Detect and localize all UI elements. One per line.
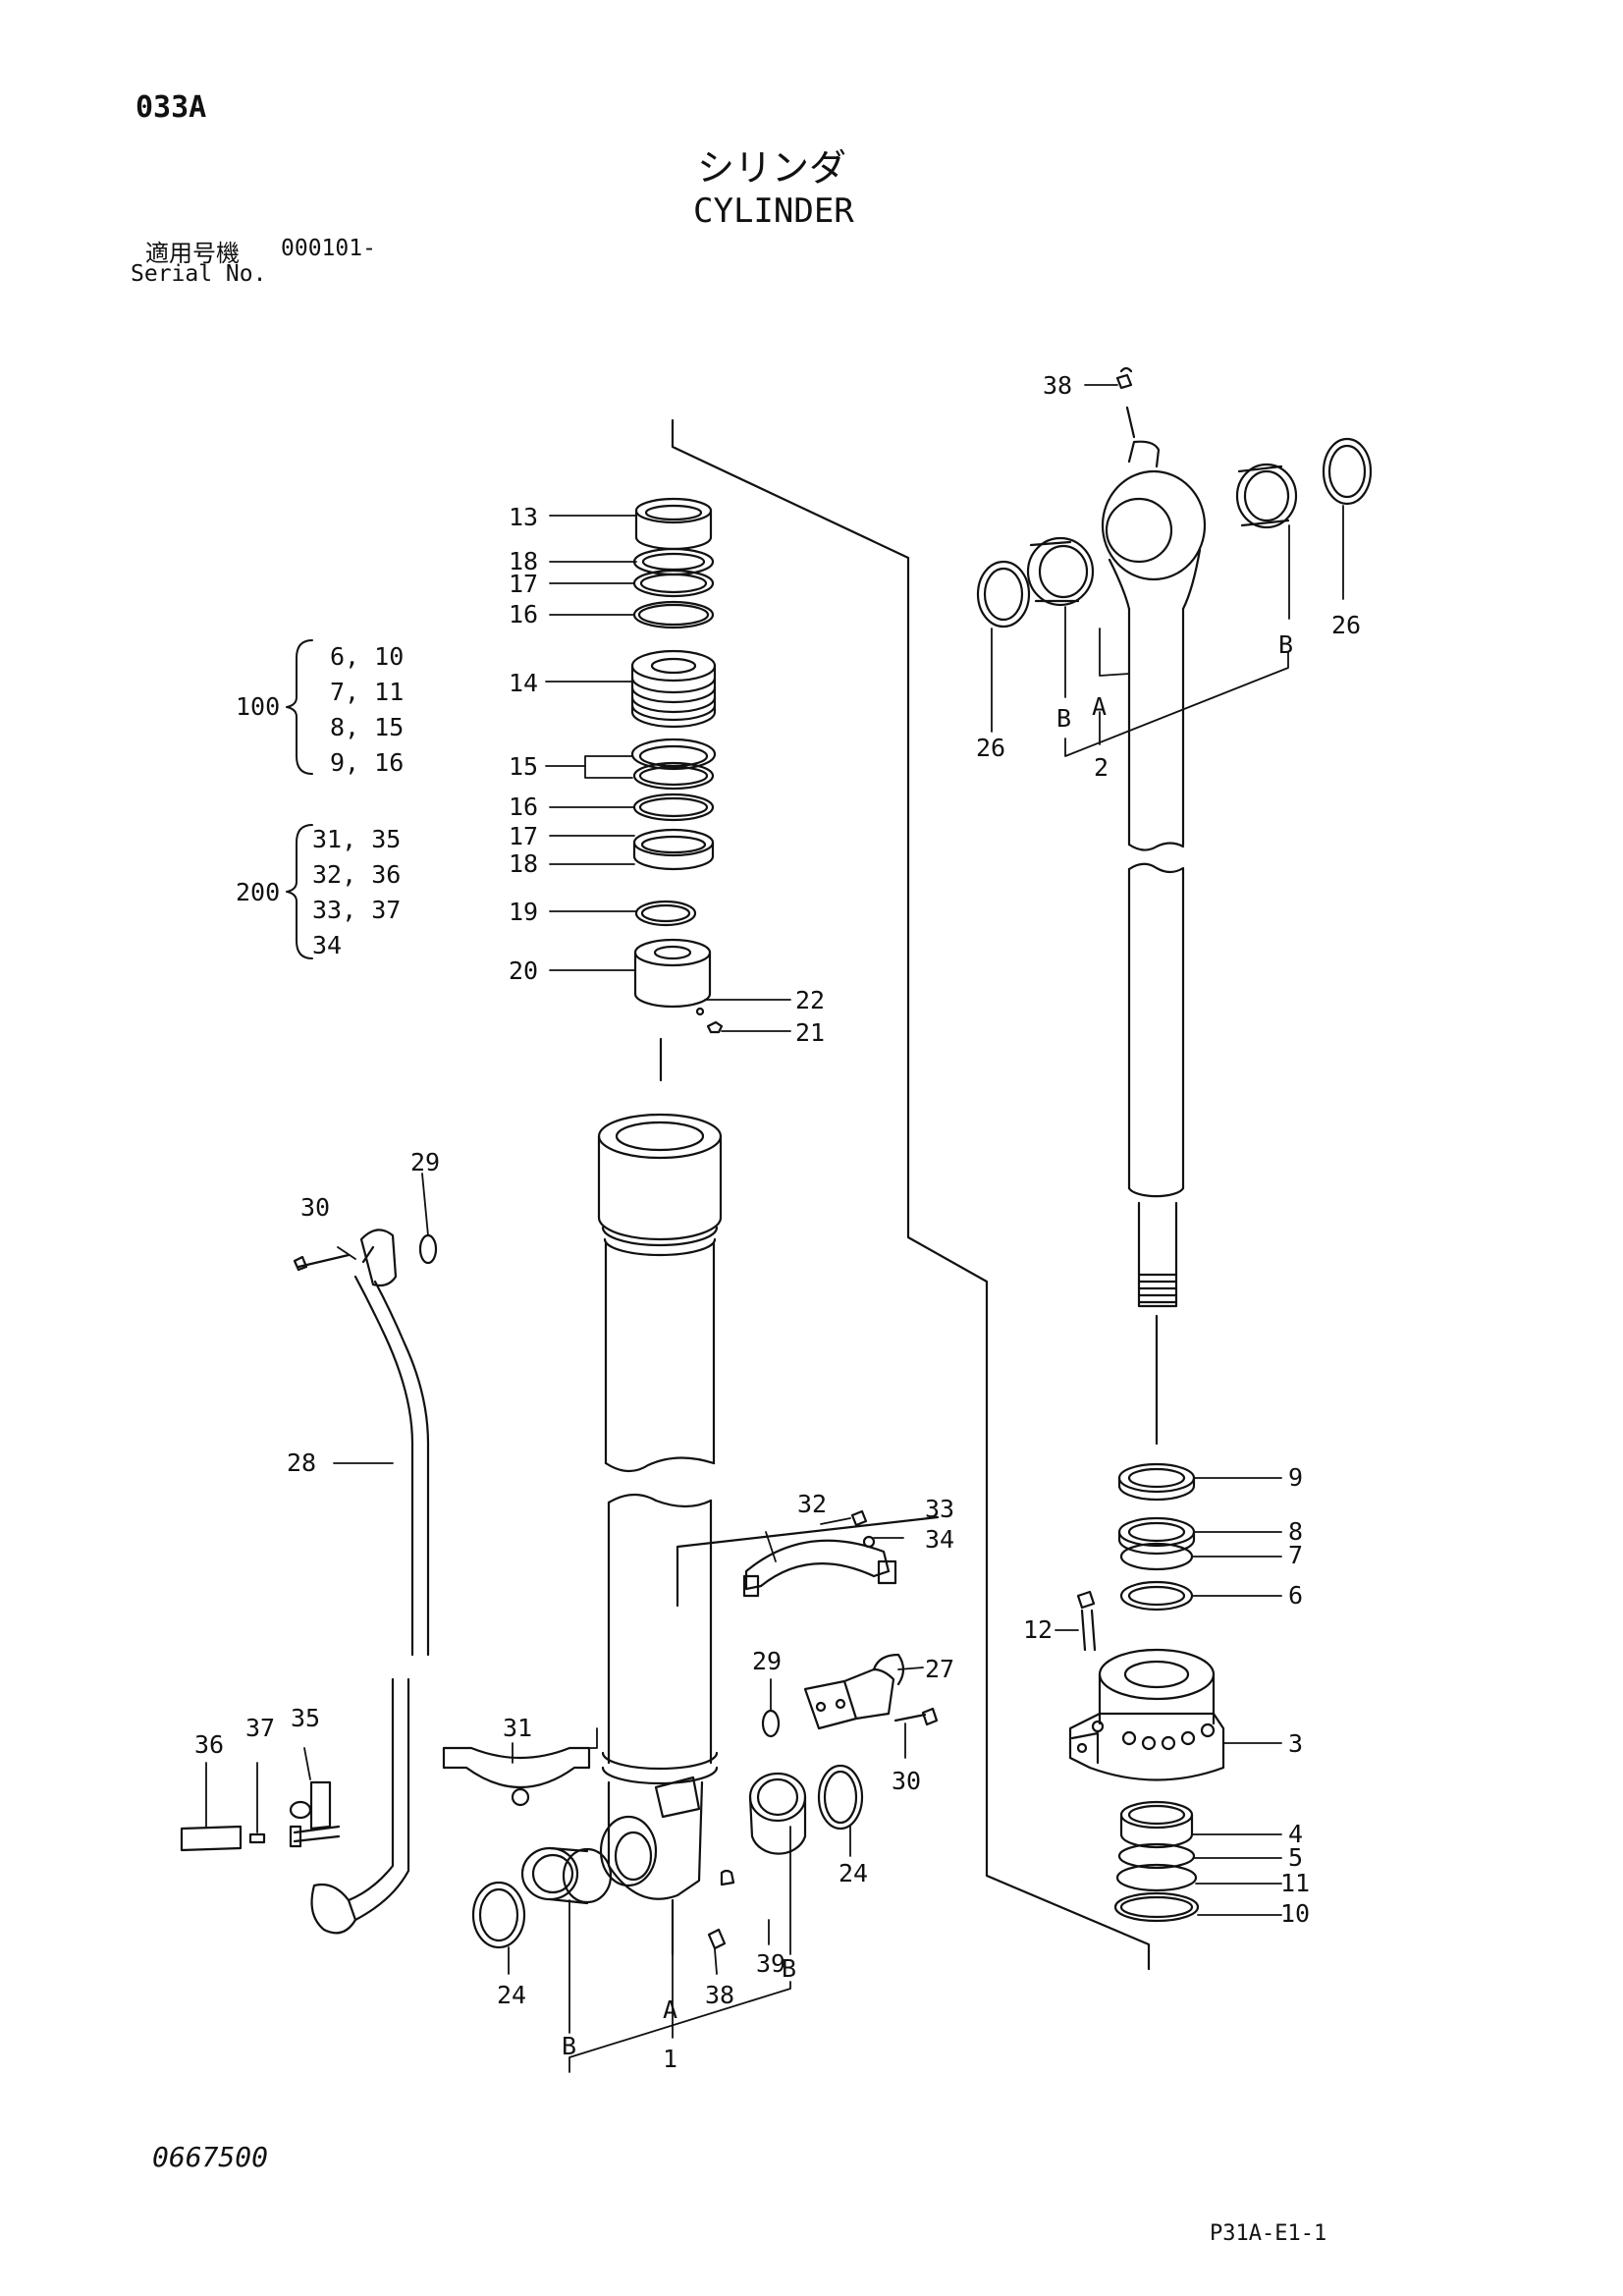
callout-label: 38 (705, 1981, 734, 2009)
callout-label: 17 (509, 570, 538, 598)
callout-label: A (1092, 692, 1107, 721)
callout-label: 7 (1288, 1541, 1303, 1569)
rod-eye-bushings (976, 437, 1373, 629)
callout-label: 24 (497, 1981, 526, 2009)
callout-label: B (1278, 630, 1293, 659)
callout-label: 34 (925, 1525, 954, 1554)
callout-label: 32 (797, 1490, 827, 1518)
callout-label: B (782, 1954, 796, 1983)
callout-label: B (1056, 704, 1071, 733)
kit-braces (286, 639, 313, 959)
drawing-number: 0667500 (152, 2141, 269, 2173)
leader-lines (205, 384, 1344, 2073)
clamp-32 (742, 1509, 897, 1598)
callout-label: 2 (1094, 753, 1109, 782)
kit-item: 6, 10 (330, 642, 404, 671)
callout-label: 5 (1288, 1843, 1303, 1872)
callout-label: A (663, 1995, 677, 2024)
seal-rings-upper (632, 547, 715, 629)
callout-label: 24 (839, 1859, 868, 1887)
pin-bushings-left (471, 1764, 864, 1950)
serial-label: Serial No. (131, 261, 267, 287)
callout-label: 31 (503, 1714, 532, 1742)
callout-label: 16 (509, 793, 538, 821)
callout-label: B (562, 2032, 576, 2060)
callout-label: 28 (287, 1449, 316, 1477)
callout-label: 29 (752, 1647, 782, 1675)
kit-item: 9, 16 (330, 748, 404, 777)
kit-item: 7, 11 (330, 678, 404, 706)
kit-item: 32, 36 (312, 860, 401, 889)
flange-27 (761, 1653, 939, 1738)
kit-item: 33, 37 (312, 896, 401, 924)
cylinder-tube-1 (597, 1113, 723, 1956)
callout-label: 33 (925, 1495, 954, 1523)
kit-item: 8, 15 (330, 713, 404, 741)
kit-item: 31, 35 (312, 825, 401, 853)
head-seals-lower (1113, 1800, 1200, 1923)
callout-label: 9 (1288, 1463, 1303, 1492)
callout-label: 11 (1280, 1869, 1310, 1897)
page-title: CYLINDER (693, 191, 854, 231)
clamp-31 (180, 1746, 591, 1852)
callout-label: 15 (509, 752, 538, 781)
callout-label: 38 (1043, 371, 1072, 400)
piston-14 (630, 649, 717, 729)
piston-nut-20 (633, 938, 724, 1082)
callout-label: 1 (663, 2045, 677, 2073)
callout-label: 4 (1288, 1820, 1303, 1848)
callout-label: 12 (1023, 1615, 1053, 1644)
callout-label: 17 (509, 822, 538, 850)
callout-label: 37 (245, 1714, 275, 1742)
callout-label: 8 (1288, 1517, 1303, 1546)
rod-seal-rings (1117, 1462, 1196, 1612)
cylinder-head-3 (1068, 1590, 1225, 1781)
assembly-outline (671, 418, 1151, 1971)
serial-number-value: 000101- (281, 236, 376, 261)
callout-label: 16 (509, 600, 538, 629)
kit-item: 34 (312, 931, 342, 959)
callout-label: 6 (1288, 1581, 1303, 1610)
callout-label: 19 (509, 898, 538, 926)
callout-label: 36 (194, 1730, 224, 1759)
callout-label: 35 (291, 1704, 320, 1732)
callout-label: 20 (509, 957, 538, 985)
page-title-japanese: シリンダ (697, 146, 847, 190)
kit-list: 100 6, 10 7, 11 8, 15 9, 16 200 31, 35 3… (236, 642, 404, 959)
callout-label: 22 (795, 986, 825, 1014)
kit-number: 200 (236, 878, 280, 906)
callout-label: 3 (1288, 1729, 1303, 1758)
rod-eye (1101, 366, 1207, 611)
serial-label-japanese: 適用号機 (145, 240, 240, 267)
page-code: 033A (135, 90, 207, 125)
callout-label: 10 (1280, 1899, 1310, 1928)
callout-label: 39 (756, 1949, 785, 1978)
piston-rod-2 (1127, 607, 1185, 1446)
callout-label: 18 (509, 547, 538, 575)
callout-label: 21 (795, 1018, 825, 1047)
callout-label: 14 (509, 669, 538, 697)
callout-label: 26 (976, 734, 1005, 762)
callout-label: 13 (509, 503, 538, 531)
callout-label: 29 (410, 1148, 440, 1176)
pipe-28 (293, 1229, 438, 1935)
callout-label: 26 (1331, 611, 1361, 639)
callout-label: 30 (300, 1193, 330, 1222)
callout-label: 18 (509, 849, 538, 878)
kit-number: 100 (236, 692, 280, 721)
seal-rings-lower (630, 738, 717, 927)
callout-label: 30 (892, 1767, 921, 1795)
sheet-reference: P31A-E1-1 (1210, 2221, 1327, 2246)
callout-label: 27 (925, 1655, 954, 1683)
gland-bushing-13 (634, 497, 713, 551)
